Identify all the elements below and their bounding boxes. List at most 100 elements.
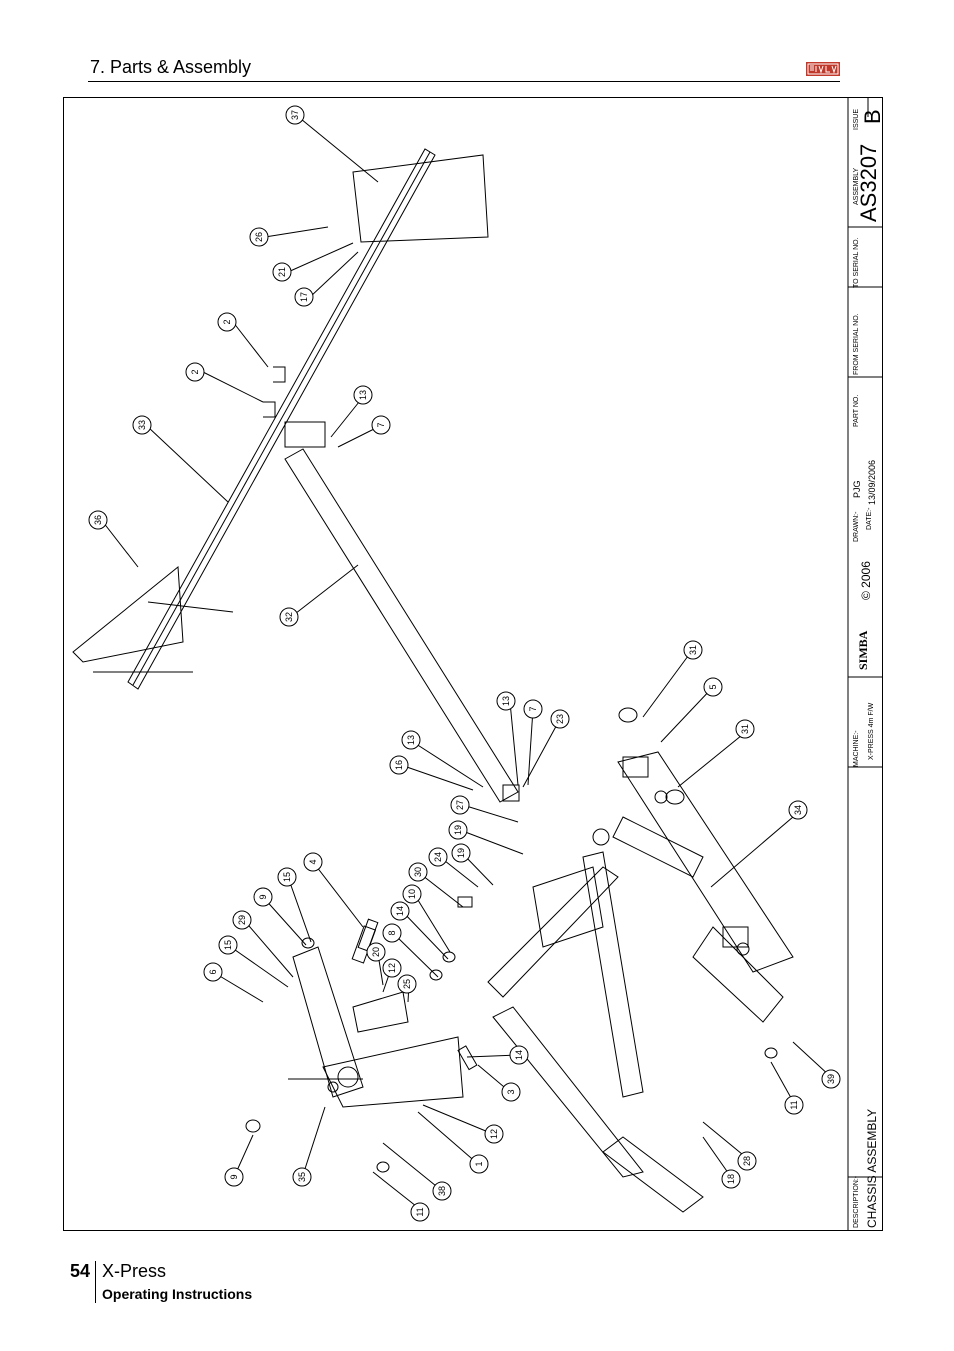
callout-4: 4 [303,852,323,872]
chassis-exploded-drawing: 37 26 21 17 2 2 13 7 33 36 32 31 5 31 34… [72,97,883,1231]
callout-3: 3 [501,1082,521,1102]
callout-9a: 9 [253,887,273,907]
document-type: Operating Instructions [102,1286,253,1302]
callout-label: 38 [437,1186,447,1196]
callout-17: 17 [294,287,314,307]
callout-label: 31 [688,645,698,655]
callout-12b: 12 [484,1124,504,1144]
callout-35: 35 [292,1167,312,1187]
issue-value: B [860,109,885,124]
callout-39: 39 [821,1069,841,1089]
callout-21: 21 [272,262,292,282]
callout-label: 3 [506,1089,516,1094]
drawn-value: PJG [852,480,862,498]
callout-label: 27 [455,800,465,810]
callout-13b: 13 [496,691,516,711]
callout-7b: 7 [523,699,543,719]
callout-9b: 9 [224,1167,244,1187]
callout-label: 2 [222,319,232,324]
callout-7a: 7 [371,415,391,435]
callout-label: 13 [406,735,416,745]
callout-label: 21 [277,267,287,277]
callout-31a: 31 [683,640,703,660]
machine-label: MACHINE:- [853,730,860,767]
callout-label: 4 [308,859,318,864]
callout-5: 5 [703,677,723,697]
issue-label: ISSUE [853,108,860,130]
callout-label: 12 [387,963,397,973]
callout-33: 33 [132,415,152,435]
callout-label: 25 [402,979,412,989]
callout-label: 14 [514,1050,524,1060]
callout-label: 11 [415,1207,425,1216]
callout-label: 28 [742,1156,752,1166]
callout-19a: 19 [448,820,468,840]
callout-label: 33 [137,420,147,430]
callout-23: 23 [550,709,570,729]
callout-label: 31 [740,724,750,734]
callout-15b: 15 [218,935,238,955]
callout-label: 12 [489,1129,499,1139]
callout-13a: 13 [353,385,373,405]
callout-13c: 13 [401,730,421,750]
callout-32: 32 [279,607,299,627]
footer-divider [95,1261,96,1303]
header-divider [88,81,840,82]
from-serial-label: FROM SERIAL NO. [853,313,860,375]
page-number: 54 [70,1261,91,1281]
callout-38: 38 [432,1181,452,1201]
callout-label: 9 [258,894,268,899]
drawing-frame [63,97,883,1231]
callout-8: 8 [382,923,402,943]
assembly-number: AS3207 [856,143,881,222]
machine-value: X-PRESS 4m F/W [868,702,875,760]
part-no-label: PART NO. [853,394,860,427]
callout-14b: 14 [509,1045,529,1065]
callout-label: 32 [284,612,294,622]
callout-label: 20 [371,947,381,957]
callout-label: 13 [501,696,511,706]
callout-label: 24 [433,852,443,862]
section-title: 7. Parts & Assembly [90,57,252,77]
callout-label: 11 [789,1100,799,1109]
callout-26: 26 [249,227,269,247]
callout-label: 19 [453,825,463,835]
callout-28: 28 [737,1151,757,1171]
date-label: DATE:- [866,507,873,530]
callout-label: 15 [223,940,233,950]
callout-11a: 11 [410,1202,430,1222]
callout-12a: 12 [382,958,402,978]
callout-label: 23 [555,714,565,724]
description-label: DESCRIPTION:- [853,1175,860,1228]
callout-label: 2 [190,369,200,374]
description-value: CHASSIS ASSEMBLY [865,1108,879,1228]
callout-27: 27 [450,795,470,815]
product-name: X-Press [102,1261,167,1281]
callout-label: 5 [708,684,718,689]
callout-2a: 2 [217,312,237,332]
copyright: © 2006 [859,561,873,600]
callout-label: 26 [254,232,264,242]
callout-34: 34 [788,800,808,820]
simba-logo [806,60,840,78]
callout-10: 10 [402,884,422,904]
callout-37: 37 [285,105,305,125]
callout-6: 6 [203,962,223,982]
callout-label: 18 [726,1174,736,1184]
callout-label: 8 [387,930,397,935]
callout-label: 15 [282,872,292,882]
callout-label: 30 [413,867,423,877]
callout-25: 25 [397,974,417,994]
callout-16: 16 [389,755,409,775]
callout-label: 14 [395,906,405,916]
date-value: 13/09/2006 [867,459,877,505]
callout-group: 37 26 21 17 2 2 13 7 33 36 32 31 5 31 34… [88,105,841,1222]
to-serial-label: TO SERIAL NO. [853,237,860,288]
callout-20: 20 [366,942,386,962]
callout-label: 19 [456,848,466,858]
callout-label: 34 [793,805,803,815]
callout-label: 10 [407,889,417,899]
callout-label: 35 [297,1172,307,1182]
callout-15a: 15 [277,867,297,887]
callout-36: 36 [88,510,108,530]
